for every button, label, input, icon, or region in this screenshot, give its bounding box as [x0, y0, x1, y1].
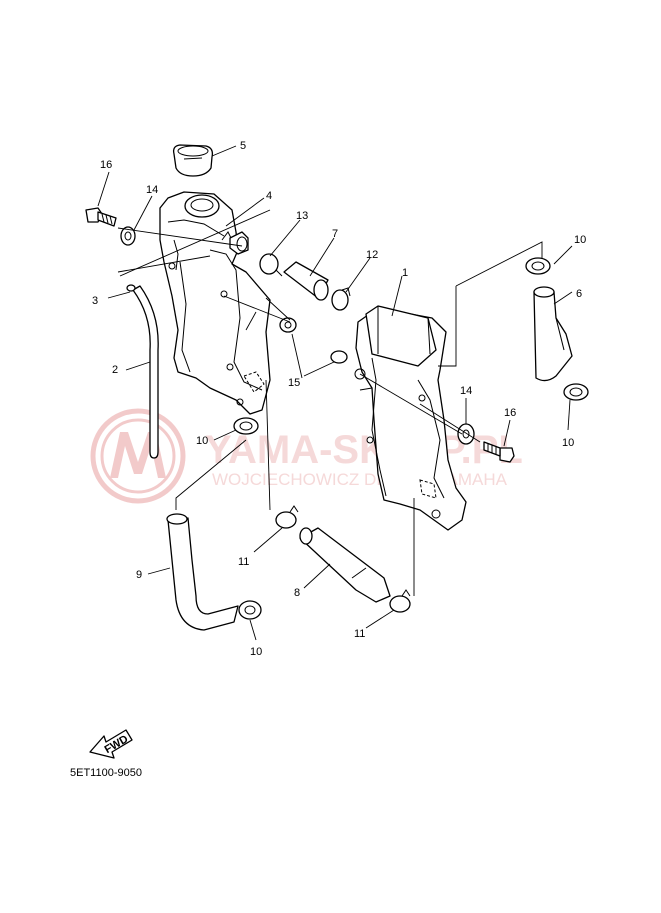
callout-15: 15 — [288, 377, 300, 389]
callout-11-right: 11 — [354, 628, 365, 640]
callout-14-right: 14 — [460, 385, 472, 397]
clamp-10-right — [563, 383, 589, 401]
clamp-11-left — [275, 505, 299, 529]
callout-labels: 5 16 14 4 13 7 10 12 1 6 3 2 15 14 16 10… — [92, 140, 586, 658]
callout-5: 5 — [240, 140, 246, 152]
collar-15-right — [330, 350, 348, 364]
callout-11-left: 11 — [238, 556, 249, 568]
callout-16-left: 16 — [100, 159, 112, 171]
watermark-logo — [90, 408, 186, 504]
fwd-arrow: FWD — [89, 729, 133, 759]
left-radiator — [159, 191, 271, 415]
callout-2: 2 — [112, 364, 118, 376]
callout-10-bottom: 10 — [250, 646, 262, 658]
right-radiator — [354, 305, 467, 531]
clamp-12 — [331, 287, 351, 311]
watermark-title: YAMA-SKLEP.PL — [205, 428, 523, 472]
callout-10-left: 10 — [196, 435, 208, 447]
callout-1: 1 — [402, 267, 408, 279]
clamp-13 — [259, 253, 283, 277]
clamp-10-top-right — [525, 257, 551, 275]
fwd-label: FWD — [103, 733, 131, 756]
callout-6: 6 — [576, 288, 582, 300]
callout-3: 3 — [92, 295, 98, 307]
callout-12: 12 — [366, 249, 378, 261]
clamp-10-left — [233, 417, 259, 435]
assembly-lines — [117, 209, 543, 596]
callout-10-top-right: 10 — [574, 234, 586, 246]
callout-14-left: 14 — [146, 184, 158, 196]
pipe-7 — [283, 261, 329, 301]
grommet-14-left — [120, 226, 136, 246]
hose-6 — [533, 286, 573, 382]
hose-8 — [299, 527, 391, 603]
callout-8: 8 — [294, 587, 300, 599]
clamp-11-right — [389, 589, 411, 613]
callout-10-right: 10 — [562, 437, 574, 449]
callout-4: 4 — [266, 190, 272, 202]
callout-7: 7 — [332, 228, 338, 240]
breather-hose — [126, 284, 159, 459]
diagram-code: 5ET1100-9050 — [70, 767, 142, 779]
bolt-16-left — [85, 207, 117, 227]
callout-13: 13 — [296, 210, 308, 222]
callout-leaders — [97, 145, 573, 641]
callout-16-right: 16 — [504, 407, 516, 419]
watermark-subtitle: WOJCIECHOWICZ DEALER YAMAHA — [212, 470, 508, 489]
clamp-10-bottom — [238, 600, 262, 620]
hose-9 — [166, 513, 239, 631]
radiator-cap — [172, 144, 214, 177]
bolt-16-right — [483, 441, 515, 463]
callout-9: 9 — [136, 569, 142, 581]
collar-15-left — [279, 317, 297, 333]
grommet-14-right — [457, 423, 475, 445]
